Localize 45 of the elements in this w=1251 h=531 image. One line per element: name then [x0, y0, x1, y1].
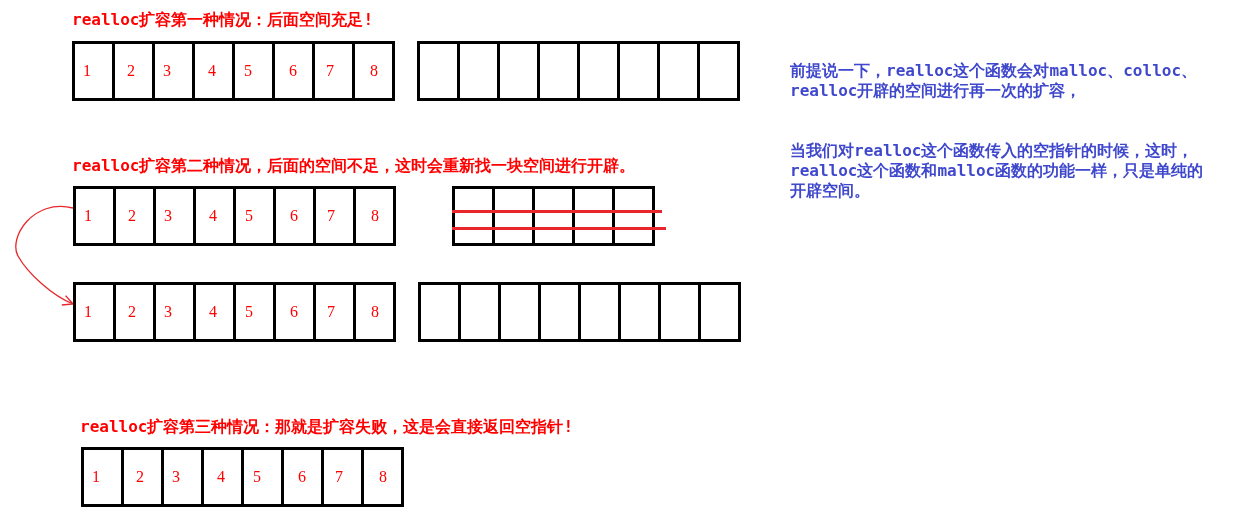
cell-number: 3	[172, 469, 180, 485]
cell-number: 2	[128, 208, 136, 224]
memory-array	[73, 186, 396, 246]
memory-array	[417, 41, 740, 101]
cell-number: 4	[217, 469, 225, 485]
cell-number: 2	[128, 304, 136, 320]
cell-number: 5	[245, 208, 253, 224]
cell-number: 2	[127, 63, 135, 79]
cell-number: 7	[327, 304, 335, 320]
cell-number: 1	[84, 208, 92, 224]
cell-number: 8	[371, 304, 379, 320]
memory-array	[81, 447, 404, 507]
cell-number: 2	[136, 469, 144, 485]
cell-number: 1	[83, 63, 91, 79]
cell-number: 3	[164, 304, 172, 320]
cell-number: 4	[209, 304, 217, 320]
note-text: 前提说一下，realloc这个函数会对malloc、colloc、realloc开辟的空间进行再一次的扩容，	[790, 61, 1199, 101]
cell-number: 6	[290, 304, 298, 320]
cell-number: 6	[290, 208, 298, 224]
cell-number: 1	[84, 304, 92, 320]
cell-number: 7	[326, 63, 334, 79]
cell-number: 6	[298, 469, 306, 485]
section-heading: realloc扩容第三种情况：那就是扩容失败，这是会直接返回空指针!	[80, 417, 574, 437]
cell-number: 5	[253, 469, 261, 485]
cell-number: 3	[164, 208, 172, 224]
curved-arrow	[15, 205, 74, 306]
section-heading: realloc扩容第一种情况：后面空间充足!	[72, 10, 374, 30]
cell-number: 5	[244, 63, 252, 79]
cell-number: 7	[335, 469, 343, 485]
memory-array	[452, 186, 655, 246]
cell-number: 3	[163, 63, 171, 79]
cell-number: 4	[209, 208, 217, 224]
cell-number: 8	[370, 63, 378, 79]
cell-number: 5	[245, 304, 253, 320]
note-text: 当我们对realloc这个函数传入的空指针的时候，这时，realloc这个函数和malloc函数的功能一样，只是单纯的开辟空间。	[790, 141, 1205, 201]
cell-number: 4	[208, 63, 216, 79]
cell-number: 1	[92, 469, 100, 485]
memory-array	[418, 282, 741, 342]
cell-number: 6	[289, 63, 297, 79]
memory-array	[73, 282, 396, 342]
memory-array	[72, 41, 395, 101]
section-heading: realloc扩容第二种情况，后面的空间不足，这时会重新找一块空间进行开辟。	[72, 156, 636, 176]
cell-number: 7	[327, 208, 335, 224]
cell-number: 8	[371, 208, 379, 224]
cell-number: 8	[379, 469, 387, 485]
